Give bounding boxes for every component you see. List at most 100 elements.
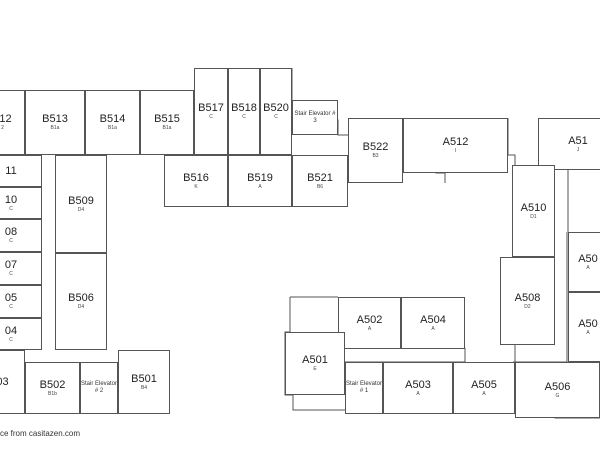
unit-number: A51: [568, 134, 588, 147]
unit-number: B514: [99, 113, 126, 125]
unit-number: B506: [68, 292, 94, 304]
unit-number: A503: [405, 378, 431, 391]
unit-type: A: [258, 183, 262, 190]
unit-type: C: [9, 205, 13, 212]
unit-type: C: [242, 114, 246, 120]
unit-type: B6: [316, 183, 324, 190]
unit-number: A502: [356, 313, 383, 326]
unit-type: D1: [530, 213, 537, 220]
unit-number: A506: [544, 380, 571, 393]
unit-type: B1a: [50, 125, 60, 131]
unit-type: A: [586, 329, 590, 336]
unit-number: A508: [514, 291, 541, 304]
stair-elevator: Stair Elevator # 3: [292, 100, 338, 135]
unit-number: B519: [247, 171, 273, 184]
unit-number: Stair Elevator # 3: [294, 110, 336, 124]
unit-type: C: [9, 304, 13, 310]
unit-type: 2: [1, 125, 4, 131]
unit-number: B509: [68, 194, 94, 207]
unit-number: 07: [4, 259, 18, 271]
unit-number: B521: [307, 171, 333, 184]
stair-elevator: Stair Elevator # 2: [80, 362, 118, 414]
unit-number: B517: [198, 102, 224, 114]
unit-number: A510: [520, 201, 547, 214]
unit-number: B520: [263, 102, 289, 114]
unit-type: D2: [524, 303, 531, 310]
unit-number: 08: [4, 226, 18, 238]
unit-type: C: [9, 238, 13, 244]
unit-number: B502: [39, 378, 66, 391]
unit-number: A504: [420, 313, 446, 326]
unit-type: D4: [77, 206, 85, 213]
unit-type: A: [586, 264, 590, 271]
unit-type: A: [416, 390, 420, 397]
unit-number: 512: [0, 113, 12, 125]
unit-type: D4: [77, 304, 85, 310]
stair-elevator: Stair Elevator # 1: [345, 362, 383, 414]
unit-number: 05: [4, 292, 18, 304]
unit-number: 03: [0, 376, 9, 388]
unit-number: B518: [231, 102, 257, 114]
unit-type: B1a: [162, 125, 172, 131]
unit-number: B516: [183, 171, 209, 184]
unit-type: K: [194, 183, 198, 190]
source-credit: ce from casitazen.com: [0, 429, 81, 438]
unit-type: C: [274, 114, 278, 120]
unit-03: 03: [0, 350, 25, 414]
unit-number: A50: [578, 252, 598, 265]
unit-type: C: [9, 336, 13, 343]
unit-number: Stair Elevator # 2: [81, 381, 118, 394]
unit-type: B1a: [108, 125, 117, 131]
unit-type: C: [209, 114, 213, 120]
unit-number: B513: [42, 113, 68, 125]
unit-number: B501: [131, 372, 157, 385]
unit-11: 11: [0, 155, 42, 187]
unit-number: A505: [471, 378, 497, 391]
unit-number: 04: [4, 324, 18, 337]
unit-number: 11: [5, 165, 17, 177]
unit-type: B4: [140, 384, 148, 391]
unit-number: A50: [578, 317, 598, 330]
unit-number: B522: [362, 141, 389, 153]
unit-type: B3: [372, 153, 379, 159]
unit-type: C: [9, 271, 13, 277]
unit-number: B515: [154, 113, 180, 125]
unit-type: I: [454, 148, 457, 154]
unit-number: A501: [302, 354, 328, 366]
unit-type: A: [367, 325, 372, 332]
unit-type: E: [313, 366, 317, 372]
unit-type: G: [555, 392, 560, 399]
unit-number: A512: [442, 136, 469, 148]
unit-number: 10: [4, 193, 18, 206]
unit-type: B1b: [48, 390, 57, 397]
unit-type: J: [576, 146, 580, 153]
